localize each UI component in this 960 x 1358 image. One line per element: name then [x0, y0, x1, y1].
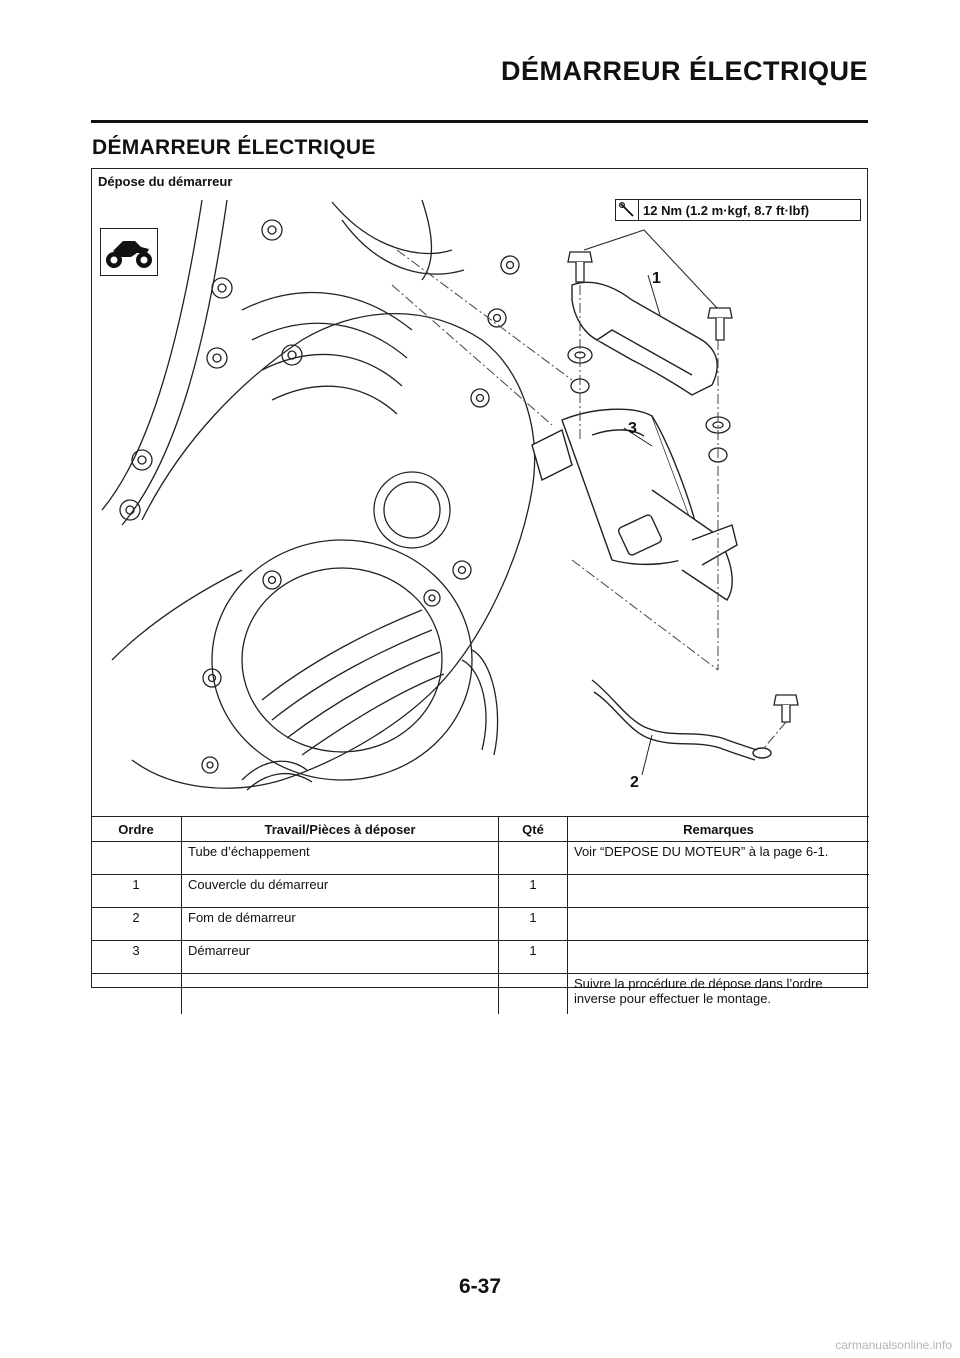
header-remarques: Remarques — [567, 816, 869, 842]
cell-qte — [498, 973, 568, 1014]
table-row: 2 Fom de démarreur 1 — [91, 907, 869, 941]
cell-travail: Tube d’échappement — [181, 841, 499, 875]
callout-1: 1 — [652, 270, 661, 287]
table-row: Tube d’échappement Voir “DEPOSE DU MOTEU… — [91, 841, 869, 875]
cell-remarques — [567, 940, 869, 974]
cell-travail: Démarreur — [181, 940, 499, 974]
header-ordre: Ordre — [91, 816, 182, 842]
page-number: 6-37 — [458, 1275, 502, 1298]
cell-qte: 1 — [498, 940, 568, 974]
torque-spec: 12 Nm (1.2 m·kgf, 8.7 ft·lbf) — [615, 199, 861, 221]
cell-remarques — [567, 907, 869, 941]
cell-qte — [498, 841, 568, 875]
cell-ordre: 2 — [91, 907, 182, 941]
cell-qte: 1 — [498, 907, 568, 941]
cell-ordre: 1 — [91, 874, 182, 908]
cell-remarques: Voir “DEPOSE DU MOTEUR” à la page 6-1. — [567, 841, 869, 875]
table-header-row: Ordre Travail/Pièces à déposer Qté Remar… — [91, 816, 869, 842]
cell-remarques: Suivre la procédure de dépose dans l’ord… — [567, 973, 869, 1014]
table-row: 1 Couvercle du démarreur 1 — [91, 874, 869, 908]
cell-remarques — [567, 874, 869, 908]
section-title: DÉMARREUR ÉLECTRIQUE — [92, 136, 376, 159]
cell-travail — [181, 973, 499, 1014]
table-row: 3 Démarreur 1 — [91, 940, 869, 974]
cell-ordre: 3 — [91, 940, 182, 974]
watermark: carmanualsonline.info — [835, 1338, 952, 1352]
callout-3: 3 — [628, 420, 637, 437]
cell-qte: 1 — [498, 874, 568, 908]
header-travail: Travail/Pièces à déposer — [181, 816, 499, 842]
torque-value: 12 Nm (1.2 m·kgf, 8.7 ft·lbf) — [643, 202, 810, 218]
parts-table: Ordre Travail/Pièces à déposer Qté Remar… — [91, 816, 869, 1014]
cell-ordre — [91, 841, 182, 875]
cell-travail: Fom de démarreur — [181, 907, 499, 941]
motorcycle-icon — [100, 228, 158, 276]
table-row: Suivre la procédure de dépose dans l’ord… — [91, 973, 869, 1014]
torque-wrench-icon — [616, 200, 639, 220]
cell-ordre — [91, 973, 182, 1014]
cell-travail: Couvercle du démarreur — [181, 874, 499, 908]
header-rule — [91, 120, 868, 123]
header-qte: Qté — [498, 816, 568, 842]
callout-2: 2 — [630, 774, 639, 791]
figure-title: Dépose du démarreur — [98, 174, 233, 189]
starter-exploded-diagram — [101, 199, 799, 791]
header-title: DÉMARREUR ÉLECTRIQUE — [500, 56, 868, 86]
